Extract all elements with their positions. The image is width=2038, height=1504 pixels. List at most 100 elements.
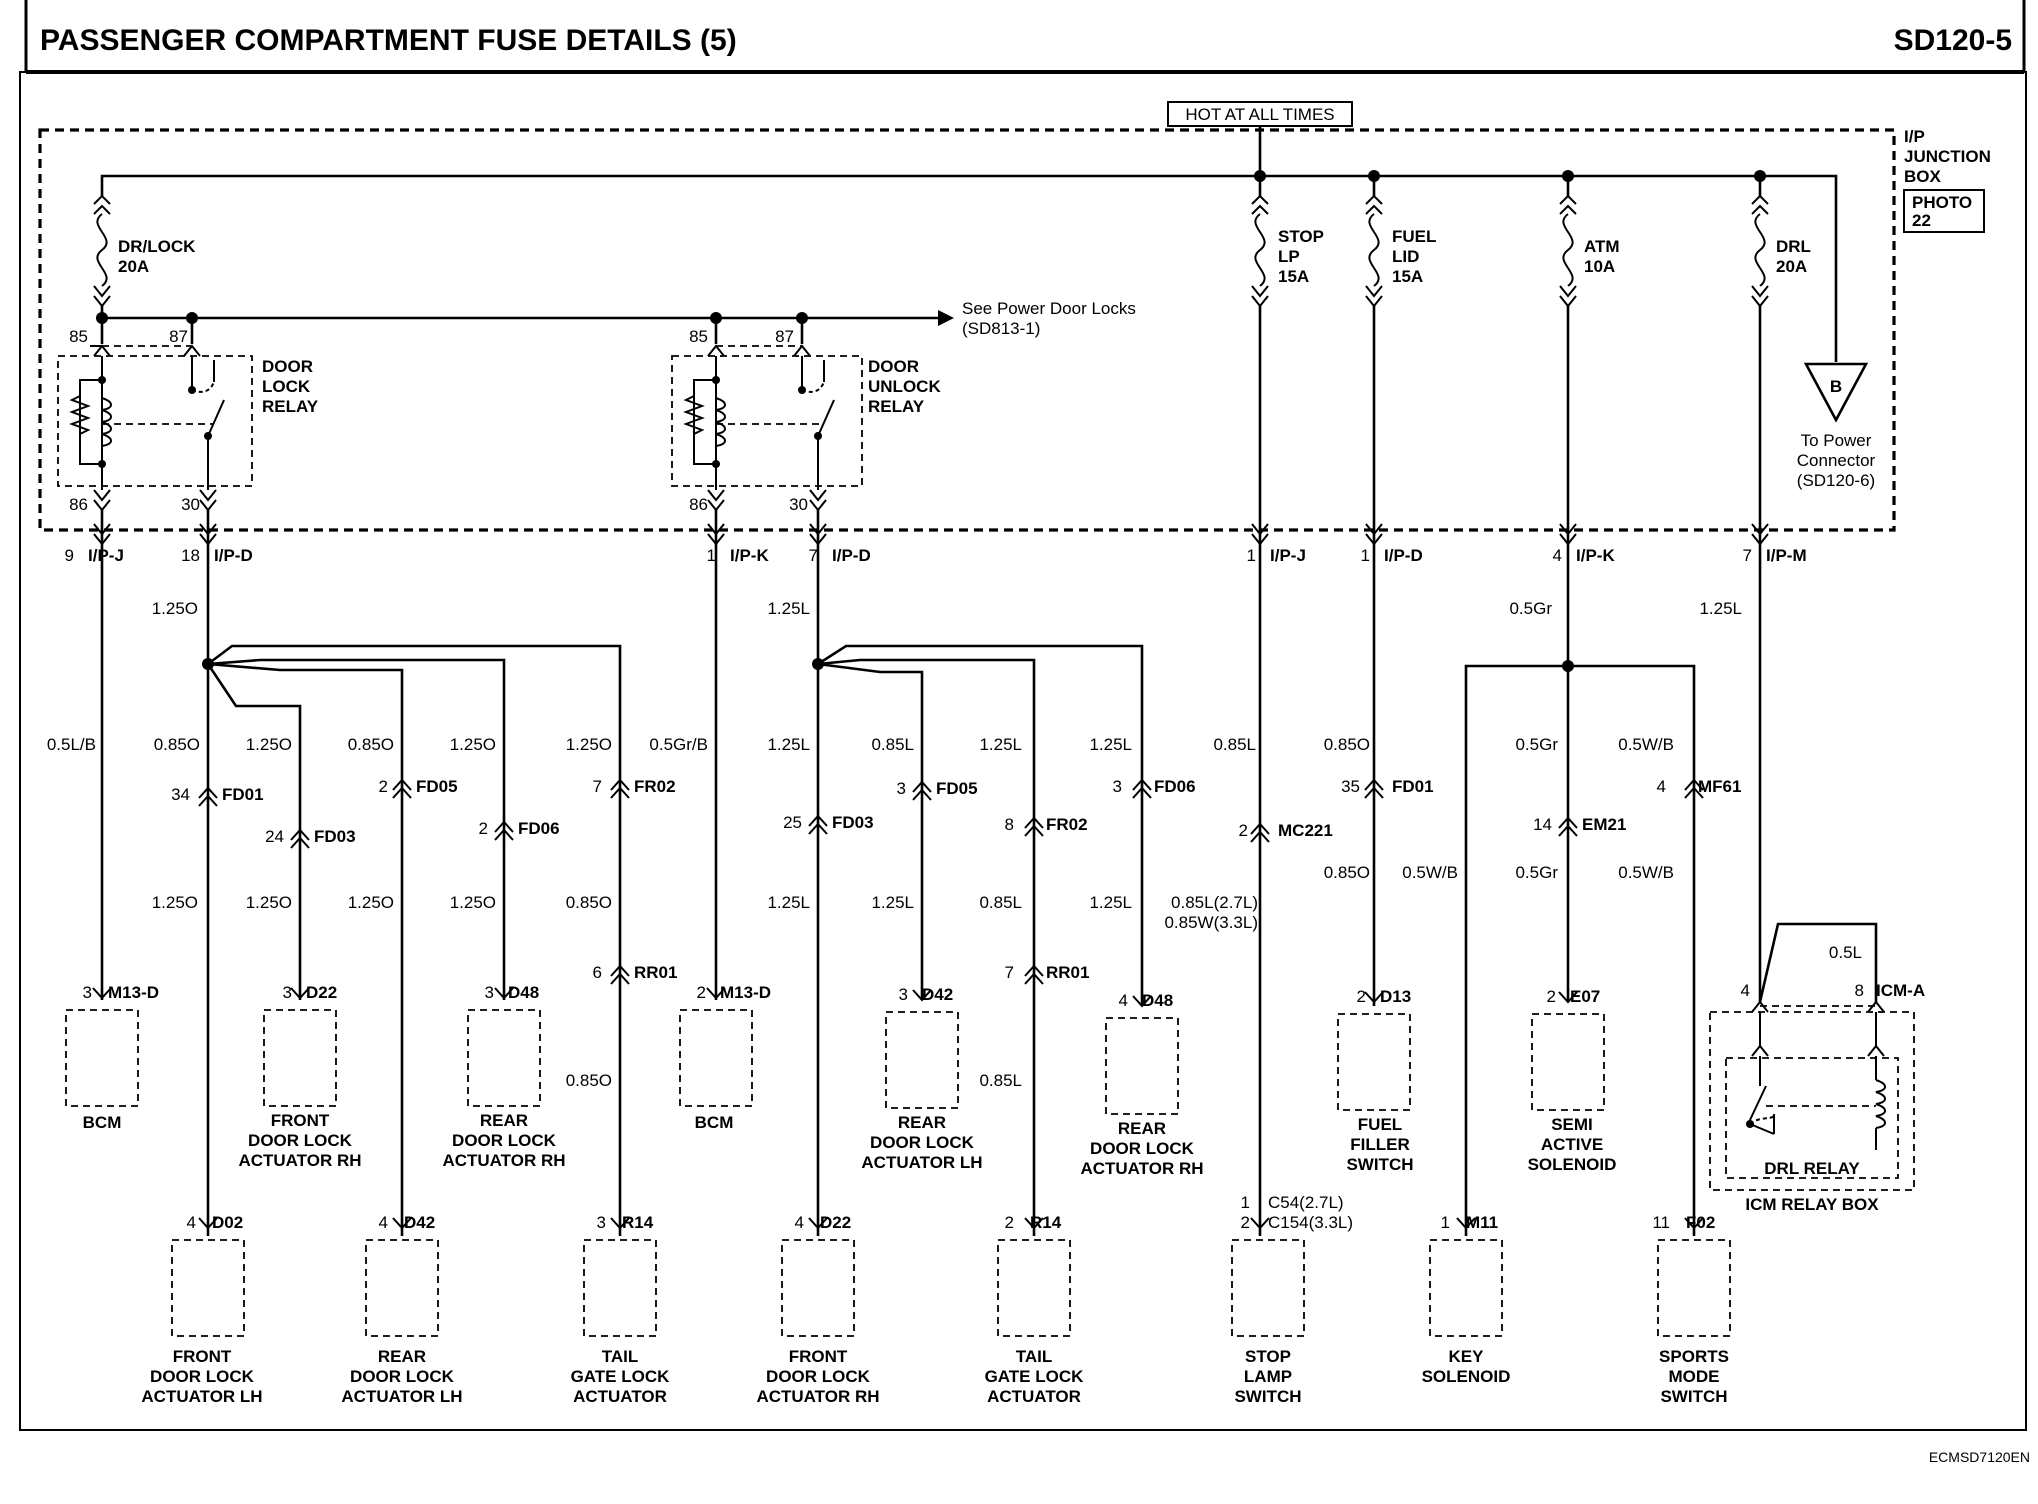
component-box <box>65 1009 139 1107</box>
diagram-label: 1 <box>1247 546 1256 565</box>
component-name: DOOR LOCK <box>150 1367 255 1386</box>
diagram-label: FD06 <box>518 819 560 838</box>
diagram-label: 1.25O <box>152 893 198 912</box>
diagram-label: I/P-M <box>1766 546 1807 565</box>
diagram-label: 0.85O <box>566 893 612 912</box>
inline-connector-icon <box>198 786 218 807</box>
component-name: ACTUATOR LH <box>861 1153 982 1172</box>
diagram-label: I/P-D <box>832 546 871 565</box>
diagram-label: 0.5L <box>1829 943 1862 962</box>
diagram-label: 0.85O <box>348 735 394 754</box>
diagram-label: EM21 <box>1582 815 1626 834</box>
svg-text:20A: 20A <box>1776 257 1807 276</box>
door-unlock-relay: DOOR UNLOCK RELAY <box>671 344 941 512</box>
component-name: SPORTS <box>1659 1347 1729 1366</box>
svg-text:DOOR: DOOR <box>262 357 313 376</box>
component-name: DOOR LOCK <box>452 1131 557 1150</box>
diagram-label: 1.25O <box>450 735 496 754</box>
component-box <box>679 1009 753 1107</box>
door-lock-relay: DOOR LOCK RELAY <box>57 344 319 512</box>
diagram-label: R14 <box>622 1213 654 1232</box>
diagram-label: 1.25L <box>767 893 810 912</box>
component-name: ACTUATOR RH <box>442 1151 565 1170</box>
connector-pin-icon <box>912 989 932 1002</box>
diagram-label: I/P-K <box>1576 546 1615 565</box>
diagram-label: 0.5W/B <box>1402 863 1458 882</box>
connector-pin-icon <box>1132 995 1152 1008</box>
svg-text:PHOTO: PHOTO <box>1912 193 1972 212</box>
component-name: ACTUATOR RH <box>238 1151 361 1170</box>
inline-connector-icon <box>1558 816 1578 837</box>
diagram-label: 1.25L <box>1699 599 1742 618</box>
connector-pin-icon <box>610 1217 630 1230</box>
inline-connector-icon <box>1024 964 1044 985</box>
diagram-label: 1.25L <box>1089 893 1132 912</box>
component-name: STOP <box>1245 1347 1291 1366</box>
diagram-label: 0.85O <box>154 735 200 754</box>
diagram-label: 7 <box>593 777 602 796</box>
see-power-door-locks: See Power Door Locks <box>962 299 1136 318</box>
svg-text:(SD120-6): (SD120-6) <box>1797 471 1875 490</box>
svg-text:15A: 15A <box>1278 267 1309 286</box>
component-name: DOOR LOCK <box>1090 1139 1195 1158</box>
diagram-label: 3 <box>1113 777 1122 796</box>
diagram-label: 2 <box>479 819 488 838</box>
svg-text:10A: 10A <box>1584 257 1615 276</box>
component-name: ICM RELAY BOX <box>1745 1195 1879 1214</box>
diagram-label: FD05 <box>416 777 458 796</box>
component-name: GATE LOCK <box>985 1367 1085 1386</box>
component-name: SOLENOID <box>1528 1155 1617 1174</box>
connector-pin-icon <box>198 1217 218 1230</box>
component-name: DOOR LOCK <box>248 1131 353 1150</box>
power-connector-b: B To Power Connector (SD120-6) <box>1797 362 1876 490</box>
diagram-label: 1.25O <box>450 893 496 912</box>
svg-text:(SD813-1): (SD813-1) <box>962 319 1040 338</box>
diagram-label: FD01 <box>222 785 264 804</box>
diagram-label: 4 <box>1657 777 1666 796</box>
diagram-label: FD06 <box>1154 777 1196 796</box>
fuse-dr-lock: DR/LOCK 20A <box>93 194 196 308</box>
diagram-label: 4 <box>187 1213 196 1232</box>
diagram-label: 2 <box>1239 821 1248 840</box>
component-name: FRONT <box>789 1347 848 1366</box>
svg-text:To Power: To Power <box>1801 431 1872 450</box>
diagram-label: 7 <box>809 546 818 565</box>
header: PASSENGER COMPARTMENT FUSE DETAILS (5) S… <box>24 0 2026 74</box>
hot-at-all-times-label: HOT AT ALL TIMES <box>1167 101 1353 127</box>
page-title: PASSENGER COMPARTMENT FUSE DETAILS (5) <box>40 24 737 57</box>
inline-connector-icon <box>610 964 630 985</box>
diagram-label: M13-D <box>720 983 771 1002</box>
diagram-label: 0.5W/B <box>1618 735 1674 754</box>
component-box <box>1105 1017 1179 1115</box>
diagram-label: FR02 <box>634 777 676 796</box>
diagram-label: 3 <box>485 983 494 1002</box>
ip-junction-box-label: I/P JUNCTION BOX PHOTO 22 <box>1903 127 1991 233</box>
component-name: REAR <box>480 1111 528 1130</box>
diagram-label: 0.5Gr <box>1515 735 1558 754</box>
diagram-label: FD01 <box>1392 777 1434 796</box>
diagram-label: 0.85O <box>1324 863 1370 882</box>
diagram-label: 1 <box>707 546 716 565</box>
component-name: REAR <box>898 1113 946 1132</box>
fuse-atm: ATM 10A <box>1559 194 1620 308</box>
component-name: ACTUATOR LH <box>141 1387 262 1406</box>
diagram-label: M13-D <box>108 983 159 1002</box>
diagram-label: 3 <box>283 983 292 1002</box>
svg-text:DRL: DRL <box>1776 237 1811 256</box>
diagram-label: 14 <box>1533 815 1552 834</box>
diagram-label: 9 <box>65 546 74 565</box>
diagram-label: 1.25O <box>246 893 292 912</box>
diagram-label: 0.5Gr <box>1509 599 1552 618</box>
diagram-label: 4 <box>1553 546 1562 565</box>
diagram-label: 86 <box>69 495 88 514</box>
svg-text:15A: 15A <box>1392 267 1423 286</box>
diagram-label: FD03 <box>832 813 874 832</box>
diagram-label: 0.85L <box>871 735 914 754</box>
diagram-frame <box>19 71 2027 1431</box>
diagram-label: 2 <box>697 983 706 1002</box>
diagram-label: 6 <box>593 963 602 982</box>
svg-text:LID: LID <box>1392 247 1419 266</box>
connector-pin-icon <box>1364 991 1384 1004</box>
component-name: LAMP <box>1244 1367 1292 1386</box>
